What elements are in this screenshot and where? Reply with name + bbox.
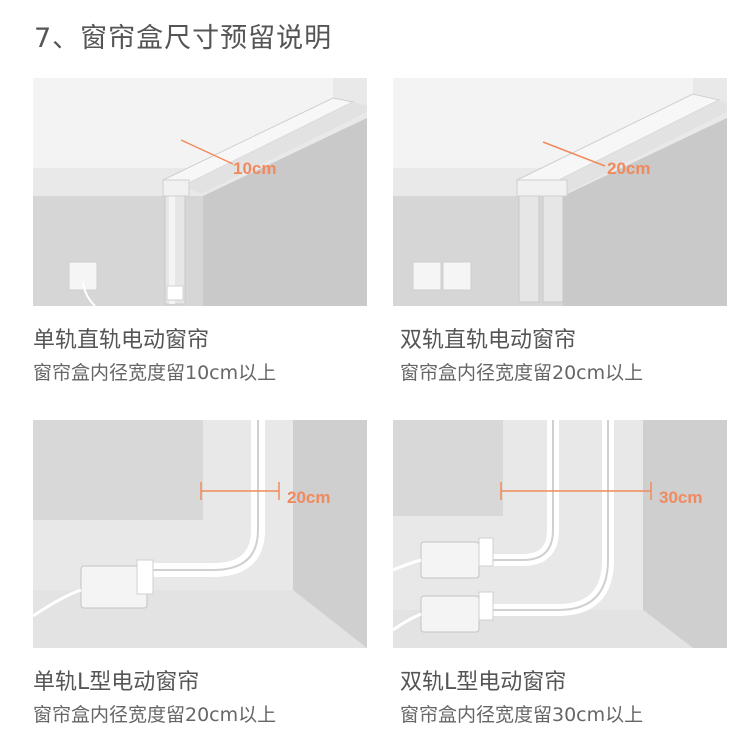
panel-single-straight-image: 10cm: [33, 78, 367, 306]
panel-note: 窗帘盒内径宽度留30cm以上: [400, 704, 644, 726]
panel-double-straight-image: 20cm: [393, 78, 727, 306]
panel-caption: 双轨直轨电动窗帘: [400, 328, 577, 353]
measure-label: 30cm: [659, 488, 702, 507]
measure-label: 10cm: [233, 159, 276, 178]
panel-caption: 单轨直轨电动窗帘: [33, 328, 210, 353]
panel-note: 窗帘盒内径宽度留20cm以上: [400, 362, 644, 384]
panel-caption: 单轨L型电动窗帘: [33, 670, 200, 695]
measure-label: 20cm: [287, 488, 330, 507]
measure-label: 20cm: [607, 159, 650, 178]
panel-double-l-image: 30cm: [393, 420, 727, 648]
panel-note: 窗帘盒内径宽度留20cm以上: [33, 704, 277, 726]
panel-note: 窗帘盒内径宽度留10cm以上: [33, 362, 277, 384]
panel-caption: 双轨L型电动窗帘: [400, 670, 567, 695]
panel-single-l-image: 20cm: [33, 420, 367, 648]
page-title: 7、窗帘盒尺寸预留说明: [34, 23, 333, 54]
